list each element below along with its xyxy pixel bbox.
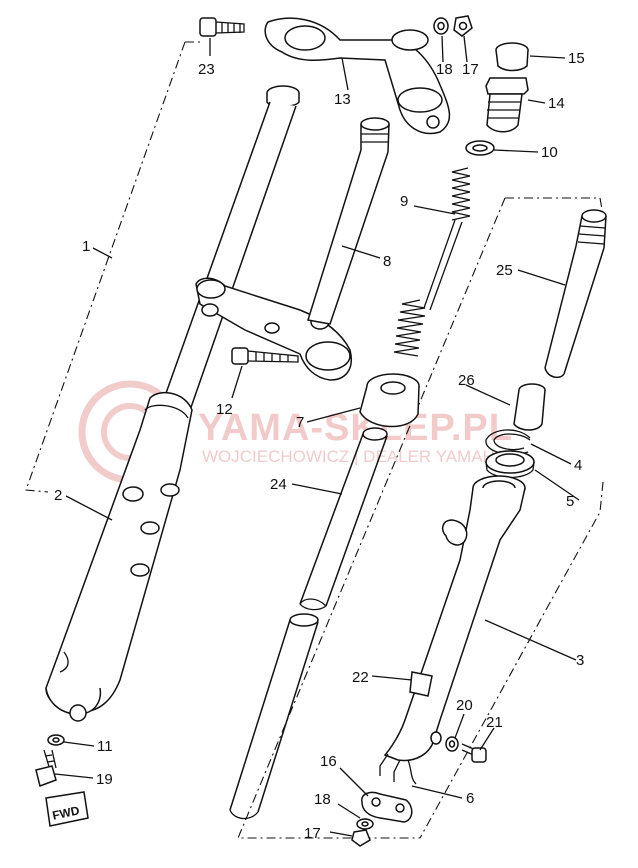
callout-1: 1 [82, 238, 90, 255]
fork-spring-9 [423, 167, 471, 311]
outer-tube-right-3 [379, 475, 526, 785]
callout-3: 3 [576, 652, 584, 669]
fork-spring-9-lower [393, 299, 426, 357]
callout-16: 16 [320, 753, 337, 770]
fwd-badge-label: FWD [51, 803, 81, 822]
washer-18-bottom [356, 818, 374, 830]
washer-11 [47, 734, 65, 746]
bolt-19 [35, 749, 57, 787]
callout-11: 11 [97, 738, 113, 755]
bolt-21 [461, 743, 487, 763]
watermark: YAMA-SKLEP.PL WOJCIECHOWICZ | DEALER YAM… [78, 380, 513, 484]
washer-20 [445, 736, 459, 752]
oil-lock-piece-7 [359, 373, 420, 428]
callout-23: 23 [198, 61, 215, 78]
bushing-26 [513, 383, 546, 431]
callout-18-top: 18 [436, 61, 453, 78]
callout-18-bottom: 18 [314, 791, 331, 808]
washer-10 [465, 140, 495, 156]
callout-2: 2 [54, 487, 62, 504]
leader-lines [54, 35, 580, 837]
callout-24: 24 [270, 476, 287, 493]
bolt-23 [199, 17, 245, 37]
damper-rod-24 [229, 427, 388, 820]
inner-tube-left-1 [159, 85, 300, 417]
callout-25: 25 [496, 262, 513, 279]
callout-17-bottom: 17 [304, 825, 321, 842]
callout-20: 20 [456, 697, 473, 714]
callout-26: 26 [458, 372, 475, 389]
nut-17-top [453, 15, 473, 37]
nut-17-bottom [351, 829, 371, 847]
under-bracket [195, 277, 352, 381]
watermark-brand: YAMA-SKLEP.PL [198, 407, 513, 449]
callout-7: 7 [296, 414, 304, 431]
callout-9: 9 [400, 193, 408, 210]
callout-5: 5 [566, 493, 574, 510]
callout-4: 4 [574, 457, 582, 474]
callout-12: 12 [216, 401, 233, 418]
axle-holder-16 [361, 791, 413, 823]
callout-10: 10 [541, 144, 558, 161]
callout-labels: 23 13 18 17 15 14 10 9 8 1 25 26 12 7 4 … [54, 50, 585, 842]
callout-15: 15 [568, 50, 585, 67]
callout-22: 22 [352, 669, 369, 686]
outer-tube-left-2 [45, 391, 193, 722]
cap-15 [495, 42, 529, 72]
oil-seal-5 [485, 450, 535, 479]
washer-18-top [433, 17, 449, 35]
callout-13: 13 [334, 91, 351, 108]
callout-21: 21 [486, 714, 503, 731]
group-frame-1 [25, 41, 200, 493]
callout-14: 14 [548, 95, 565, 112]
callout-17-top: 17 [462, 61, 479, 78]
steering-shaft-8 [307, 117, 390, 325]
inner-tube-right-25 [544, 209, 607, 379]
callout-6: 6 [466, 790, 474, 807]
fwd-badge: FWD [45, 791, 89, 827]
callout-19: 19 [96, 771, 113, 788]
bolt-12 [231, 347, 299, 365]
cap-bolt-14 [485, 77, 529, 133]
callout-8: 8 [383, 253, 391, 270]
handlebar-holder-13 [264, 17, 451, 135]
